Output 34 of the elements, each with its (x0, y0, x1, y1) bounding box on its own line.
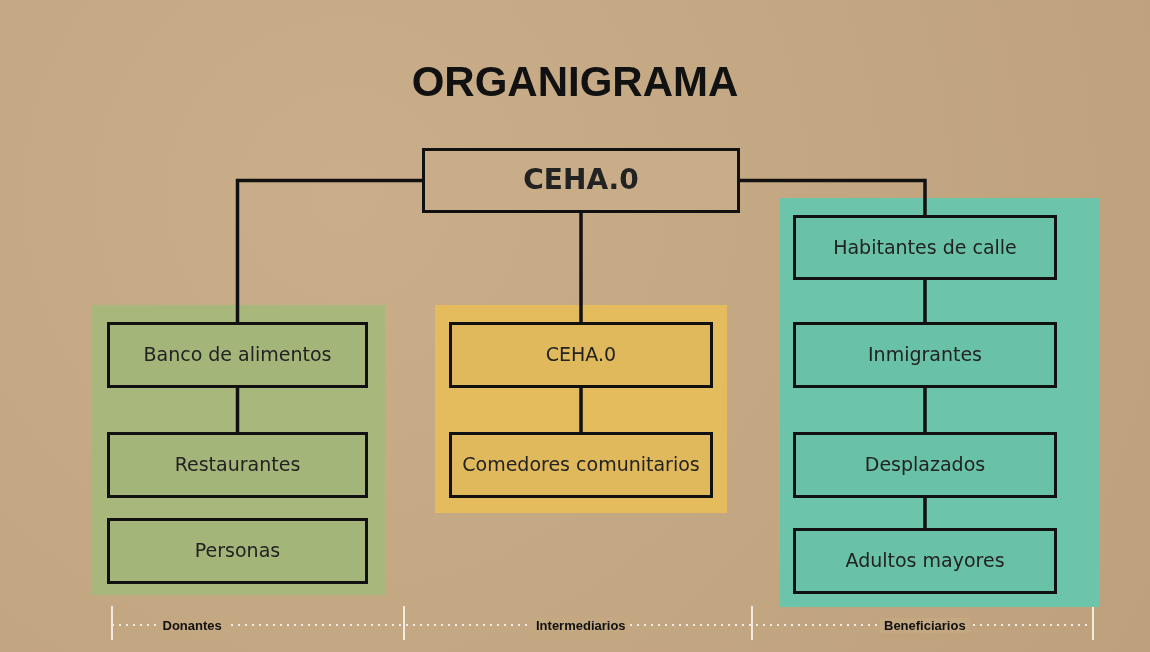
box-label: Personas (194, 540, 281, 562)
box-label: Inmigrantes (868, 344, 982, 366)
box-label: Habitantes de calle (833, 236, 1017, 259)
box-label: Restaurantes (174, 454, 301, 476)
org-box (107, 432, 368, 498)
box-label: Adultos mayores (845, 550, 1005, 572)
panel-background (435, 305, 727, 513)
box-label: CEHA.0 (545, 344, 617, 366)
connector-line (923, 498, 927, 528)
box-label: Banco de alimentos (143, 344, 332, 366)
connector-line (579, 213, 583, 322)
box-label: Desplazados (864, 454, 986, 476)
org-box (793, 528, 1057, 594)
connector-line (235, 178, 422, 322)
box-label: CEHA.0 (523, 164, 639, 197)
diagram-title: ORGANIGRAMA (410, 58, 740, 106)
connector-line (923, 280, 927, 322)
section-label: Donantes (158, 618, 226, 633)
org-box (793, 215, 1057, 280)
box-label: Comedores comunitarios (462, 454, 700, 476)
connector-line (740, 178, 927, 215)
org-box (107, 518, 368, 584)
org-box (107, 322, 368, 388)
panel-background (780, 198, 1100, 607)
connector-line (235, 388, 240, 432)
org-box (793, 432, 1057, 498)
org-box (793, 322, 1057, 388)
connector-line (579, 388, 583, 432)
panel-background (92, 305, 385, 595)
org-box (449, 432, 713, 498)
section-label: Beneficiarios (880, 618, 970, 633)
org-box (449, 322, 713, 388)
connector-line (923, 388, 927, 432)
org-box (422, 148, 740, 213)
